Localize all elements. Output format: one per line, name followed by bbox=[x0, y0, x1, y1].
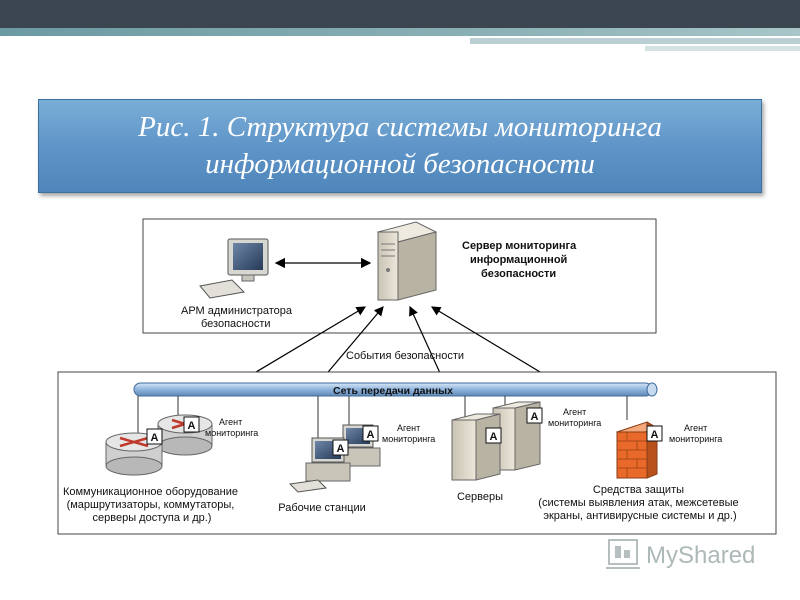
slide-title-box: Рис. 1. Структура системы мониторинга ин… bbox=[38, 99, 762, 193]
server-icon bbox=[451, 413, 501, 481]
group-label-network-equipment: Коммуникационное оборудование (маршрутиз… bbox=[63, 486, 241, 524]
server-icon bbox=[376, 221, 438, 301]
svg-text:A: A bbox=[531, 411, 539, 423]
network-bus-label: Сеть передачи данных bbox=[333, 385, 453, 397]
agent-badge: A bbox=[485, 427, 502, 444]
svg-text:A: A bbox=[188, 420, 196, 432]
agent-label: Агент мониторинга bbox=[382, 423, 435, 444]
top-dark-bar bbox=[0, 0, 800, 28]
svg-text:A: A bbox=[651, 429, 659, 441]
top-accent-strip-2 bbox=[470, 38, 800, 44]
svg-text:A: A bbox=[337, 443, 345, 455]
agent-badge: A bbox=[332, 439, 349, 456]
top-accent-strip bbox=[0, 28, 800, 36]
network-bus bbox=[133, 382, 658, 397]
monitor-icon bbox=[199, 238, 269, 299]
svg-text:A: A bbox=[490, 431, 498, 443]
group-label-workstations: Рабочие станции bbox=[278, 502, 366, 514]
agent-badge: A bbox=[146, 428, 163, 445]
agent-badge: A bbox=[646, 425, 663, 442]
slide-title: Рис. 1. Структура системы мониторинга ин… bbox=[138, 111, 662, 180]
agent-badge: A bbox=[526, 407, 543, 424]
security-events-label: События безопасности bbox=[346, 350, 464, 362]
admin-workstation-label: АРМ администратора безопасности bbox=[181, 305, 295, 330]
group-label-servers: Серверы bbox=[457, 491, 503, 503]
bus-drop-lines bbox=[137, 396, 628, 440]
agent-label: Агент мониторинга bbox=[205, 417, 258, 438]
agent-badge: A bbox=[362, 425, 379, 442]
svg-text:A: A bbox=[367, 429, 375, 441]
group-label-security-tools: Средства защиты (системы выявления атак,… bbox=[538, 484, 741, 522]
agent-badge: A bbox=[183, 416, 200, 433]
server-label: Сервер мониторинга информационной безопа… bbox=[462, 240, 579, 280]
watermark-text: MyShared bbox=[646, 542, 755, 569]
agent-label: Агент мониторинга bbox=[669, 423, 722, 444]
svg-text:A: A bbox=[151, 432, 159, 444]
agent-label: Агент мониторинга bbox=[548, 407, 601, 428]
event-arrows bbox=[235, 305, 561, 385]
top-accent-strip-3 bbox=[645, 46, 800, 51]
watermark-logo bbox=[606, 539, 640, 569]
